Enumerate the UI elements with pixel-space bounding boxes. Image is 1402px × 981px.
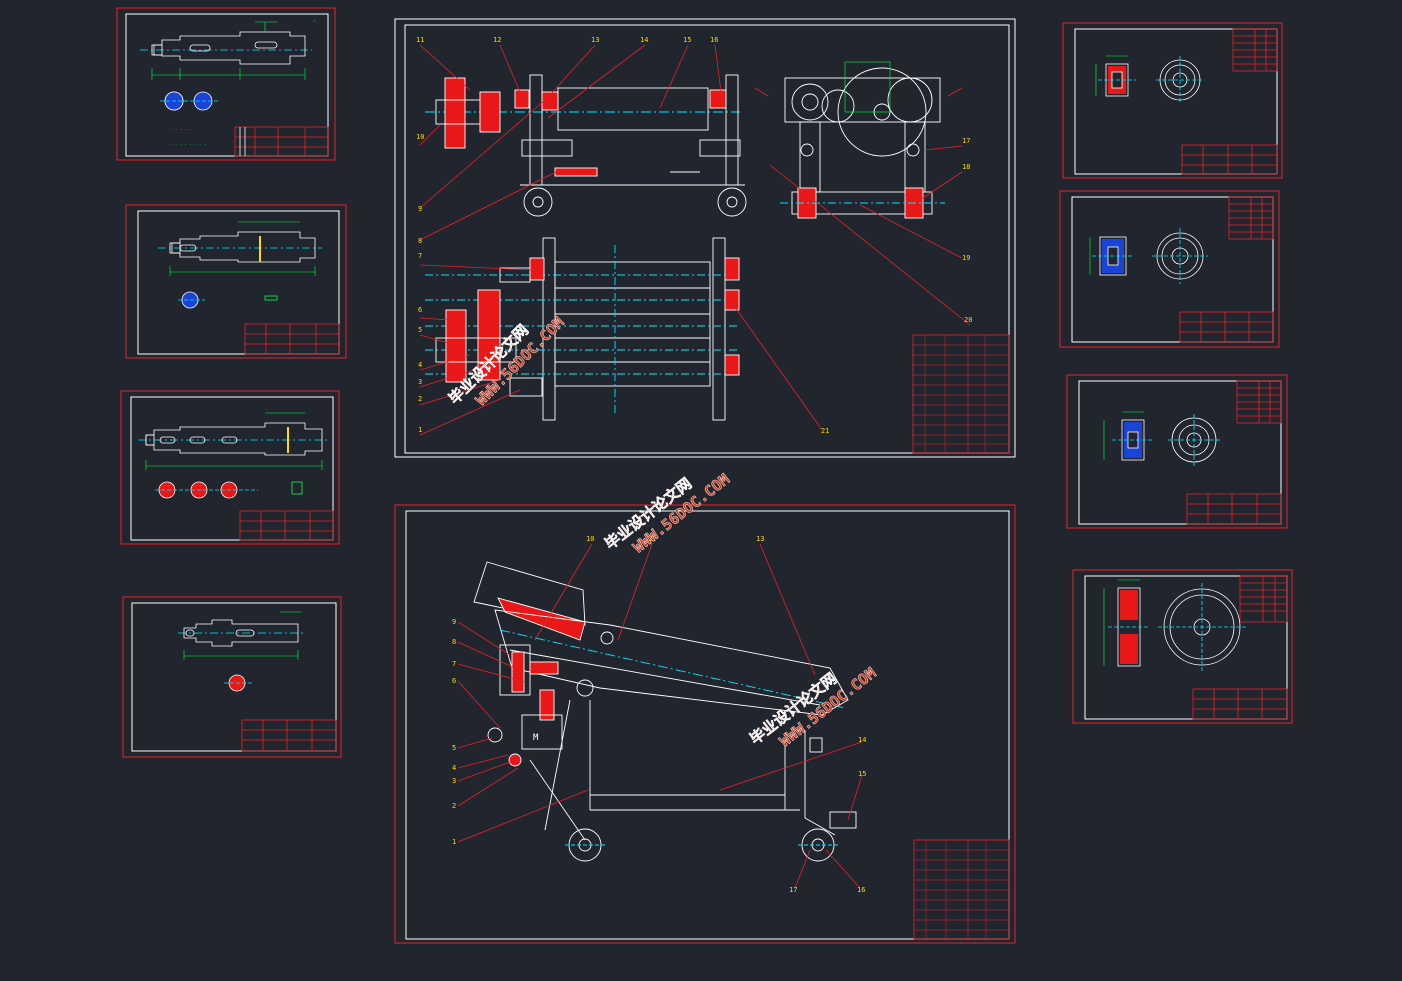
shaft-3-view xyxy=(138,412,328,499)
callout-top-8: 8 xyxy=(418,237,422,245)
callout-top-4: 4 xyxy=(418,361,422,369)
callout-top-13: 13 xyxy=(591,36,599,44)
sheet-shaft-2 xyxy=(125,204,347,359)
callout-bottom-12: 12 xyxy=(648,535,656,543)
callout-bottom-15: 15 xyxy=(858,770,866,778)
title-block-shaft-4 xyxy=(241,719,337,752)
watermark-3: 毕业设计论文网 WWW.56DOC.COM xyxy=(746,664,880,751)
callout-bottom-9: 9 xyxy=(452,618,456,626)
callout-bottom-10: 10 xyxy=(586,535,594,543)
title-block-shaft-2 xyxy=(244,323,340,355)
callout-top-20: 20 xyxy=(964,316,972,324)
sheet-bottom-assembly xyxy=(394,504,1016,944)
callout-top-12: 12 xyxy=(493,36,501,44)
sheet-gear-4 xyxy=(1072,569,1293,724)
sheet-top-assembly xyxy=(394,18,1016,458)
callout-top-9: 9 xyxy=(418,205,422,213)
callout-bottom-4: 4 xyxy=(452,764,456,772)
callout-top-11: 11 xyxy=(416,36,424,44)
callout-top-10: 10 xyxy=(416,133,424,141)
title-block-gear-3 xyxy=(1186,380,1282,525)
title-block-gear-2 xyxy=(1179,196,1274,343)
callout-top-7: 7 xyxy=(418,252,422,260)
callout-bottom-7: 7 xyxy=(452,660,456,668)
sheet-shaft-3 xyxy=(120,390,340,545)
sheet-gear-2 xyxy=(1059,190,1280,348)
gear-4-view xyxy=(1103,579,1246,671)
shaft-2-view xyxy=(158,221,322,309)
gear-3-view xyxy=(1103,411,1220,466)
callout-bottom-3: 3 xyxy=(452,777,456,785)
parts-list-bottom-assembly xyxy=(913,839,1010,940)
gear-drawings xyxy=(1089,55,1246,671)
watermarks: 毕业设计论文网 WWW.56DOC.COM 毕业设计论文网 WWW.56DOC.… xyxy=(445,313,880,751)
callout-bottom-5: 5 xyxy=(452,744,456,752)
callout-top-18: 18 xyxy=(962,163,970,171)
callout-top-14: 14 xyxy=(640,36,648,44)
top-assembly-drawing xyxy=(419,44,971,436)
gear-2-view xyxy=(1089,228,1208,284)
title-block-gear-1 xyxy=(1181,28,1278,175)
bottom-assembly-callouts: 10 12 13 9 8 7 6 5 4 3 2 1 14 15 17 16 xyxy=(452,535,866,894)
title-block-shaft-1 xyxy=(234,126,329,157)
shaft-4-view xyxy=(178,611,305,692)
watermark-2: 毕业设计论文网 WWW.56DOC.COM xyxy=(601,470,733,557)
callout-top-19: 19 xyxy=(962,254,970,262)
callout-bottom-2: 2 xyxy=(452,802,456,810)
shaft-drawings: . . . . . . . . . . . . . ☆ xyxy=(138,18,328,692)
sheet-shaft-4 xyxy=(122,596,342,758)
callout-bottom-1: 1 xyxy=(452,838,456,846)
sheet-gear-3 xyxy=(1066,374,1288,529)
top-assembly-callouts: 11 12 13 14 15 16 10 9 8 7 6 5 4 3 2 1 1… xyxy=(416,36,972,435)
svg-text:☆: ☆ xyxy=(313,18,316,24)
callout-top-15: 15 xyxy=(683,36,691,44)
callout-bottom-6: 6 xyxy=(452,677,456,685)
callout-top-16: 16 xyxy=(710,36,718,44)
svg-text:. . . . . . . .: . . . . . . . . xyxy=(170,141,206,146)
bottom-assembly-drawing: M xyxy=(457,543,863,889)
callout-top-3: 3 xyxy=(418,378,422,386)
title-block-gear-4 xyxy=(1192,575,1288,720)
callout-top-17: 17 xyxy=(962,137,970,145)
motor-label: M xyxy=(533,733,539,743)
title-blocks xyxy=(234,28,1288,940)
gear-1-view xyxy=(1095,55,1204,104)
sheet-shaft-1 xyxy=(116,7,336,161)
sheet-gear-1 xyxy=(1062,22,1283,179)
callout-top-1: 1 xyxy=(418,426,422,434)
callout-bottom-14: 14 xyxy=(858,736,866,744)
callout-bottom-17: 17 xyxy=(789,886,797,894)
callout-top-2: 2 xyxy=(418,395,422,403)
shaft-1-view: . . . . . . . . . . . . . ☆ xyxy=(140,18,316,146)
svg-text:. . . . .: . . . . . xyxy=(170,126,192,131)
callout-bottom-16: 16 xyxy=(857,886,865,894)
title-block-shaft-3 xyxy=(239,510,334,541)
callout-top-5: 5 xyxy=(418,326,422,334)
callout-top-21: 21 xyxy=(821,427,829,435)
callout-top-6: 6 xyxy=(418,306,422,314)
callout-bottom-8: 8 xyxy=(452,638,456,646)
parts-list-top-assembly xyxy=(912,334,1010,454)
sheet-frames xyxy=(116,7,1293,944)
callout-bottom-13: 13 xyxy=(756,535,764,543)
